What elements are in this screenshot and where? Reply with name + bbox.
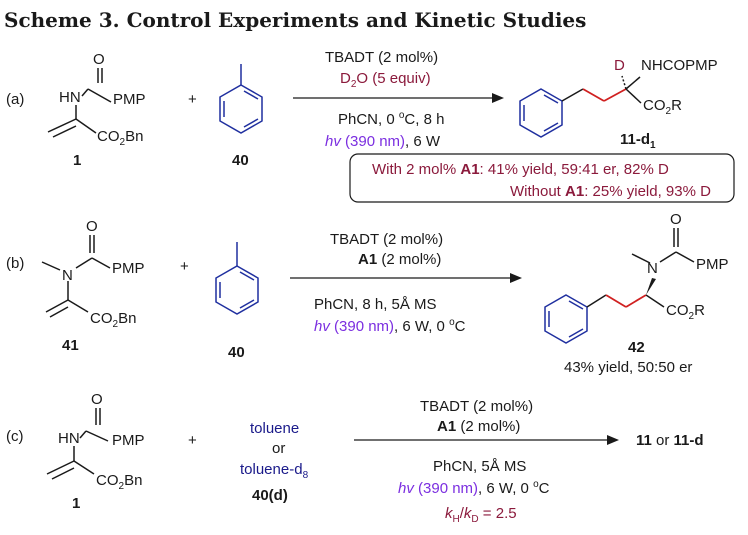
- product-42-structure: [544, 228, 695, 344]
- light-conditions: hv (390 nm), 6 W, 0 oC: [314, 317, 466, 335]
- or-label: or: [272, 440, 285, 457]
- solvent-conditions: PhCN, 0 oC, 8 h: [338, 110, 444, 128]
- reactant-41-number: 41: [62, 337, 79, 354]
- product-label: 11 or 11-d: [636, 432, 704, 449]
- reactant-2-number: 40(d): [252, 487, 288, 504]
- panel-b: (b) O N PMP CO2Bn 41 + 40 TBADT (2: [6, 211, 729, 376]
- d2o-label: D2O (5 equiv): [340, 70, 431, 90]
- product-42-pmp: PMP: [696, 256, 729, 273]
- toluene-d8-label: toluene-d8: [240, 461, 309, 481]
- arrow-head: [492, 93, 504, 103]
- panel-c: (c) O HN PMP CO2Bn 1 + toluene or toluen…: [6, 391, 704, 525]
- plus-sign: +: [188, 91, 197, 108]
- reactant-1-structure: [47, 68, 112, 138]
- reactant-2-number: 40: [232, 152, 249, 169]
- solvent-conditions: PhCN, 5Å MS: [433, 458, 526, 475]
- product-42-number: 42: [628, 339, 645, 356]
- panel-c-label: (c): [6, 428, 24, 445]
- reactant-1-number: 1: [72, 495, 80, 512]
- light-conditions: hv (390 nm), 6 W: [325, 133, 441, 150]
- reactant-1-pmp: PMP: [112, 432, 145, 449]
- product-amide: NHCOPMP: [641, 57, 718, 74]
- product-42-oxygen: O: [670, 211, 682, 228]
- reactant-1-nh: HN: [58, 430, 80, 447]
- solvent-conditions: PhCN, 8 h, 5Å MS: [314, 296, 437, 313]
- kie-value: kH/kD = 2.5: [445, 505, 517, 525]
- catalyst-label: TBADT (2 mol%): [420, 398, 533, 415]
- result-without-a1: Without A1: 25% yield, 93% D: [510, 183, 711, 200]
- cocatalyst-label: A1 (2 mol%): [437, 418, 520, 435]
- reactant-1-ester: CO2Bn: [96, 472, 142, 492]
- reactant-41-pmp: PMP: [112, 260, 145, 277]
- reactant-1-oxygen: O: [91, 391, 103, 408]
- panel-a: (a) O HN PMP CO2Bn 1 + 40 T: [6, 49, 735, 203]
- product-42-ester: CO2R: [666, 302, 705, 322]
- panel-b-label: (b): [6, 255, 24, 272]
- reactant-41-oxygen: O: [86, 218, 98, 235]
- arrow-head: [607, 435, 619, 445]
- result-box: [349, 153, 735, 203]
- reactant-2-number: 40: [228, 344, 245, 361]
- reactant-1-nh: HN: [59, 89, 81, 106]
- product-deuterium: D: [614, 57, 625, 74]
- toluene-structure: [215, 242, 259, 315]
- product-42-nitrogen: N: [647, 260, 658, 277]
- product-ester: CO2R: [643, 97, 682, 117]
- panel-a-label: (a): [6, 91, 24, 108]
- toluene-label: toluene: [250, 420, 299, 437]
- scheme-title: Scheme 3. Control Experiments and Kineti…: [4, 8, 586, 32]
- catalyst-label: TBADT (2 mol%): [325, 49, 438, 66]
- light-conditions: hv (390 nm), 6 W, 0 oC: [398, 479, 550, 497]
- reactant-1-structure: [46, 408, 109, 480]
- reactant-1-oxygen: O: [93, 51, 105, 68]
- result-with-a1: With 2 mol% A1: 41% yield, 59:41 er, 82%…: [372, 161, 669, 178]
- reactant-41-ester: CO2Bn: [90, 310, 136, 330]
- plus-sign: +: [180, 258, 189, 275]
- cocatalyst-label: A1 (2 mol%): [358, 251, 441, 268]
- reactant-1-ester: CO2Bn: [97, 128, 143, 148]
- reactant-41-structure: [41, 235, 111, 318]
- product-42-result: 43% yield, 50:50 er: [564, 359, 692, 376]
- reactant-41-nitrogen: N: [62, 267, 73, 284]
- catalyst-label: TBADT (2 mol%): [330, 231, 443, 248]
- arrow-head: [510, 273, 522, 283]
- reactant-1-number: 1: [73, 152, 81, 169]
- product-number: 11-d1: [620, 131, 656, 151]
- plus-sign: +: [188, 432, 197, 449]
- reactant-1-pmp: PMP: [113, 91, 146, 108]
- product-11-d1-structure: [519, 75, 642, 138]
- toluene-structure: [219, 64, 263, 134]
